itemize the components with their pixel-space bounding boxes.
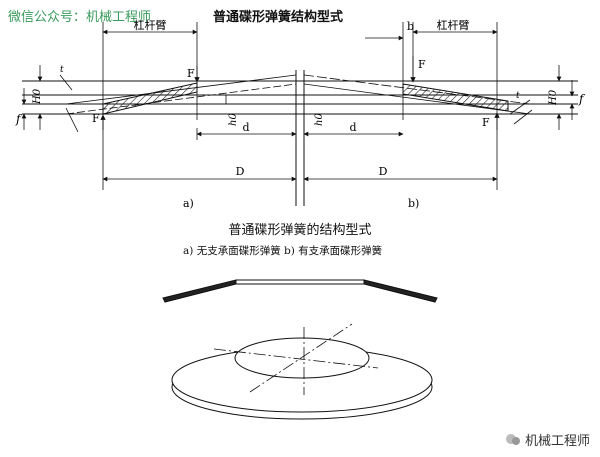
mark-a: a) <box>183 197 194 210</box>
t-indicator-left-2 <box>65 107 79 133</box>
d-label-right: d <box>349 121 356 134</box>
mark-b: b) <box>408 197 419 210</box>
lever-arm-label-right: 杠杆臂 <box>437 18 470 32</box>
h0-center-label-right: h0 <box>314 113 325 126</box>
t-label-right: t <box>516 91 520 101</box>
spring-surface-right-top <box>303 74 531 105</box>
disk-axis-3 <box>249 323 353 393</box>
force-label-right-top: F <box>418 58 426 71</box>
lever-arm-label-left: 杠杆臂 <box>134 18 167 32</box>
t-label-left: t <box>60 65 64 75</box>
D-label-right: D <box>379 165 388 178</box>
spring-profile-right <box>363 279 438 303</box>
disk-inner-hole <box>234 337 370 379</box>
t-indicator-right-2 <box>513 109 533 125</box>
force-label-right-bottom: F <box>482 116 490 129</box>
disk-axis-1 <box>213 348 379 369</box>
wechat-logo-icon <box>505 433 521 447</box>
h0-label-left: H0 <box>32 88 43 105</box>
spring-surface-left-top <box>65 74 297 105</box>
watermark-right-text: 机械工程师 <box>524 434 590 449</box>
force-label-left-top: F <box>187 67 195 80</box>
t-indicator-right <box>509 99 531 115</box>
t-indicator-left <box>59 74 73 91</box>
watermark-left: 微信公众号：机械工程师 <box>8 10 152 25</box>
b-label: b <box>407 20 414 33</box>
D-label-left: D <box>236 165 245 178</box>
f-label-left: f <box>15 112 23 126</box>
h0-label-right: H0 <box>548 89 559 106</box>
diagram-title: 普通碟形弹簧结构型式 <box>213 10 344 25</box>
caption-sub: a) 无支承面碟形弹簧 b) 有支承面碟形弹簧 <box>183 245 383 257</box>
force-label-left-bottom: F <box>92 112 100 125</box>
spring-profile-left <box>162 279 237 303</box>
spring-surface-left-bottom <box>65 83 297 115</box>
spring-section-right <box>402 83 509 112</box>
h0-center-label-left: h0 <box>228 113 239 126</box>
spring-surface-right-bottom <box>303 83 531 115</box>
f-label-right: f <box>578 92 586 106</box>
caption-title: 普通碟形弹簧的结构型式 <box>228 223 372 238</box>
d-label-left: d <box>242 121 249 134</box>
watermark-right: 机械工程师 <box>505 430 590 449</box>
